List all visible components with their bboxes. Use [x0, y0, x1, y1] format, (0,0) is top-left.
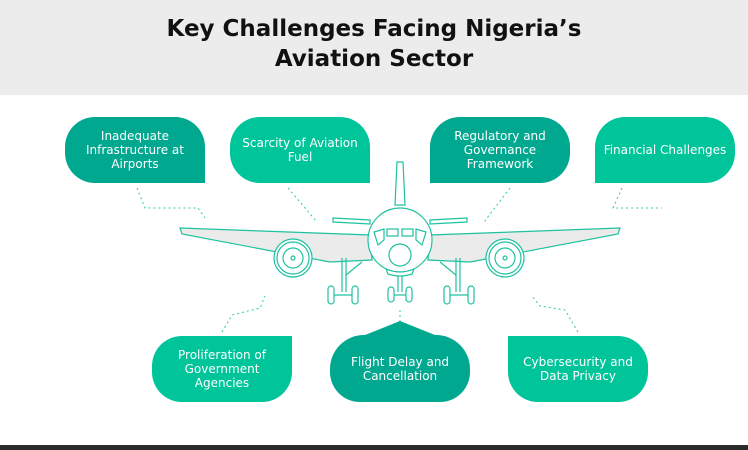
challenge-label: Financial Challenges: [603, 143, 727, 157]
challenge-cybersecurity: Cybersecurity and Data Privacy: [508, 336, 648, 402]
title-line-2: Aviation Sector: [274, 46, 474, 72]
challenge-regulatory: Regulatory and Governance Framework: [430, 117, 570, 183]
title-line-1: Key Challenges Facing Nigeria’s: [166, 16, 582, 42]
page-title: Key Challenges Facing Nigeria’s Aviation…: [0, 14, 748, 74]
challenge-label: Regulatory and Governance Framework: [454, 129, 546, 171]
footer-bar: [0, 445, 748, 450]
header-band: Key Challenges Facing Nigeria’s Aviation…: [0, 0, 748, 95]
challenge-label: Inadequate Infrastructure at Airports: [86, 129, 184, 171]
challenge-label: Cybersecurity and Data Privacy: [523, 355, 633, 383]
challenge-label: Flight Delay and Cancellation: [350, 354, 450, 383]
challenge-label: Proliferation of Government Agencies: [178, 348, 266, 390]
challenge-agencies: Proliferation of Government Agencies: [152, 336, 292, 402]
challenge-label: Scarcity of Aviation Fuel: [242, 136, 358, 164]
challenge-infrastructure: Inadequate Infrastructure at Airports: [65, 117, 205, 183]
challenge-flight-delay: Flight Delay and Cancellation: [330, 335, 470, 402]
challenge-aviation-fuel: Scarcity of Aviation Fuel: [230, 117, 370, 183]
connector-lines: [136, 187, 662, 333]
challenge-financial: Financial Challenges: [595, 117, 735, 183]
